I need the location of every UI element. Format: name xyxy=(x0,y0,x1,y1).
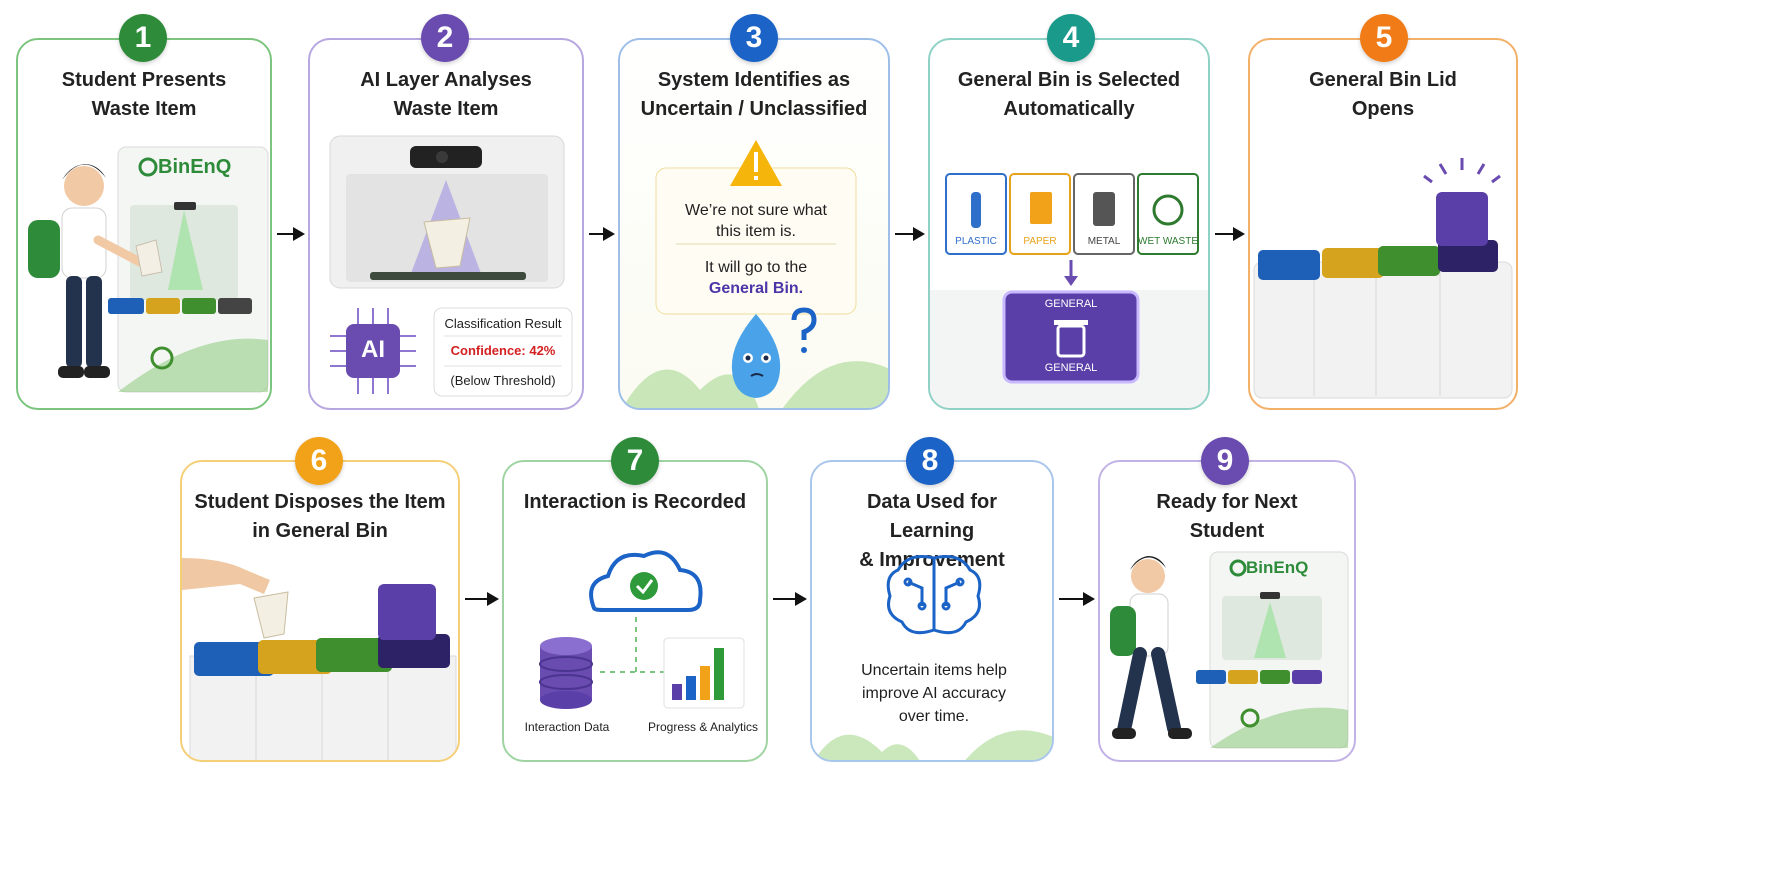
learning-text-line1: Uncertain items help xyxy=(861,662,1007,679)
bin-selection-illustration xyxy=(930,173,1208,408)
ai-chip-icon xyxy=(330,308,416,394)
step-badge-7: 7 xyxy=(611,437,659,485)
progress-analytics-label: Progress & Analytics xyxy=(647,720,759,734)
interaction-data-label: Interaction Data xyxy=(524,720,610,734)
bin-label-plastic: PLASTIC xyxy=(955,236,997,247)
uncertain-illustration xyxy=(622,140,888,408)
step-badge-6: 6 xyxy=(295,437,343,485)
classification-heading: Classification Result xyxy=(444,316,562,331)
flow-arrow xyxy=(895,227,925,241)
learning-text-line2: improve AI accuracy xyxy=(861,685,1007,702)
flow-arrow xyxy=(773,592,807,606)
step-badge-2: 2 xyxy=(421,14,469,62)
step-card-8: Data Used for Learning& Improvement Unce… xyxy=(810,460,1054,762)
learning-text-line3: over time. xyxy=(898,708,970,725)
interaction-recorded-illustration xyxy=(539,550,745,709)
open-lid xyxy=(1436,192,1488,246)
step-card-7: Interaction is Recorded Interaction Data… xyxy=(502,460,768,762)
step-badge-3: 3 xyxy=(730,14,778,62)
step-badge-4: 4 xyxy=(1047,14,1095,62)
leaf-icon xyxy=(1152,194,1184,226)
confidence-value: Confidence: 42% xyxy=(450,343,556,358)
uncertain-message-line4: General Bin. xyxy=(708,280,804,297)
brand-logo-icon xyxy=(138,157,158,177)
bin-label-wet-waste: WET WASTE xyxy=(1138,236,1198,247)
threshold-note: (Below Threshold) xyxy=(450,373,556,388)
brand-logo-icon xyxy=(1229,559,1247,577)
flow-arrow xyxy=(277,227,305,241)
bottle-icon xyxy=(971,192,981,228)
uncertain-message-line3: It will go to the xyxy=(704,259,808,276)
question-mark-icon xyxy=(791,307,817,340)
ai-brain-icon xyxy=(886,555,982,635)
open-lid xyxy=(378,584,436,640)
hand xyxy=(182,558,270,594)
water-drop-mascot-icon xyxy=(731,314,781,398)
recycle-icon xyxy=(1240,708,1260,728)
uncertain-message-line2: this item is. xyxy=(715,223,796,240)
ai-chip-label: AI xyxy=(361,336,385,363)
bin-label-paper: PAPER xyxy=(1023,236,1057,247)
student-disposes-illustration xyxy=(182,558,457,760)
recycle-icon xyxy=(150,346,174,370)
step-badge-8: 8 xyxy=(906,437,954,485)
uncertain-message-line1: We’re not sure what xyxy=(685,202,827,219)
trash-icon xyxy=(1056,324,1086,358)
can-icon xyxy=(1093,192,1115,226)
flow-arrow xyxy=(1059,592,1095,606)
step-title: Interaction is Recorded xyxy=(523,491,747,513)
flow-arrow xyxy=(1215,227,1245,241)
step-badge-9: 9 xyxy=(1201,437,1249,485)
general-bin-highlight xyxy=(1002,290,1140,384)
student-presents-illustration xyxy=(28,146,269,393)
general-bin-label-top: GENERAL xyxy=(1044,298,1098,310)
step-badge-1: 1 xyxy=(119,14,167,62)
step-badge-5: 5 xyxy=(1360,14,1408,62)
check-icon xyxy=(630,572,658,600)
database-icon xyxy=(539,637,593,709)
brand-name: BinEnQ xyxy=(158,156,232,178)
ready-next-student-illustration xyxy=(1110,551,1349,749)
general-bin-label-bottom: GENERAL xyxy=(1044,362,1098,374)
flow-arrow xyxy=(589,227,615,241)
bar-chart-icon xyxy=(672,648,724,700)
paper-icon xyxy=(1030,192,1052,224)
flow-arrow xyxy=(465,592,499,606)
ai-scanner-illustration xyxy=(329,135,573,397)
bin-label-metal: METAL xyxy=(1087,236,1121,247)
brand-name: BinEnQ xyxy=(1246,558,1309,577)
lid-opens-illustration xyxy=(1253,158,1513,399)
learning-illustration xyxy=(814,555,1052,760)
